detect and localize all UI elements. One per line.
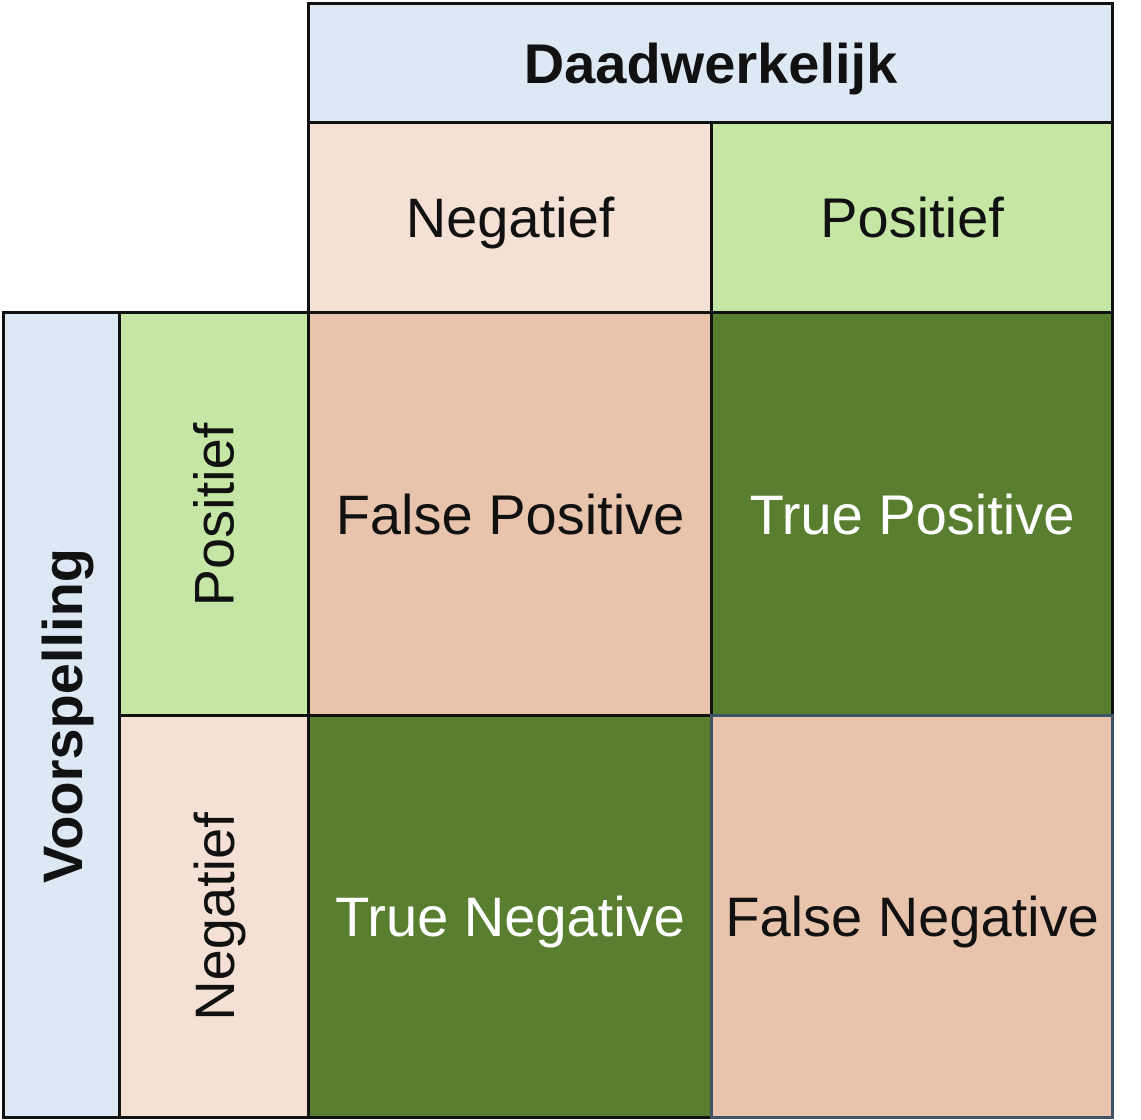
cell-true-positive: True Positive — [710, 311, 1114, 718]
cell-false-negative-label: False Negative — [725, 885, 1099, 948]
actual-header: Daadwerkelijk — [307, 2, 1114, 124]
row-header-positive-label: Positief — [182, 422, 246, 607]
row-header-negative-label: Negatief — [182, 812, 246, 1021]
row-header-positive: Positief — [118, 311, 310, 718]
cell-true-negative: True Negative — [307, 714, 713, 1119]
column-header-positive-label: Positief — [820, 186, 1004, 249]
cell-true-positive-label: True Positive — [749, 483, 1075, 546]
column-header-negative: Negatief — [307, 121, 713, 314]
cell-false-positive: False Positive — [307, 311, 713, 718]
cell-false-positive-label: False Positive — [335, 483, 685, 546]
cell-true-negative-label: True Negative — [335, 885, 685, 948]
column-header-negative-label: Negatief — [405, 186, 615, 249]
column-header-positive: Positief — [710, 121, 1114, 314]
row-header-negative: Negatief — [118, 714, 310, 1119]
predicted-header-label: Voorspelling — [30, 547, 94, 883]
cell-false-negative: False Negative — [710, 714, 1114, 1119]
predicted-header: Voorspelling — [2, 311, 122, 1119]
actual-header-label: Daadwerkelijk — [523, 31, 898, 95]
